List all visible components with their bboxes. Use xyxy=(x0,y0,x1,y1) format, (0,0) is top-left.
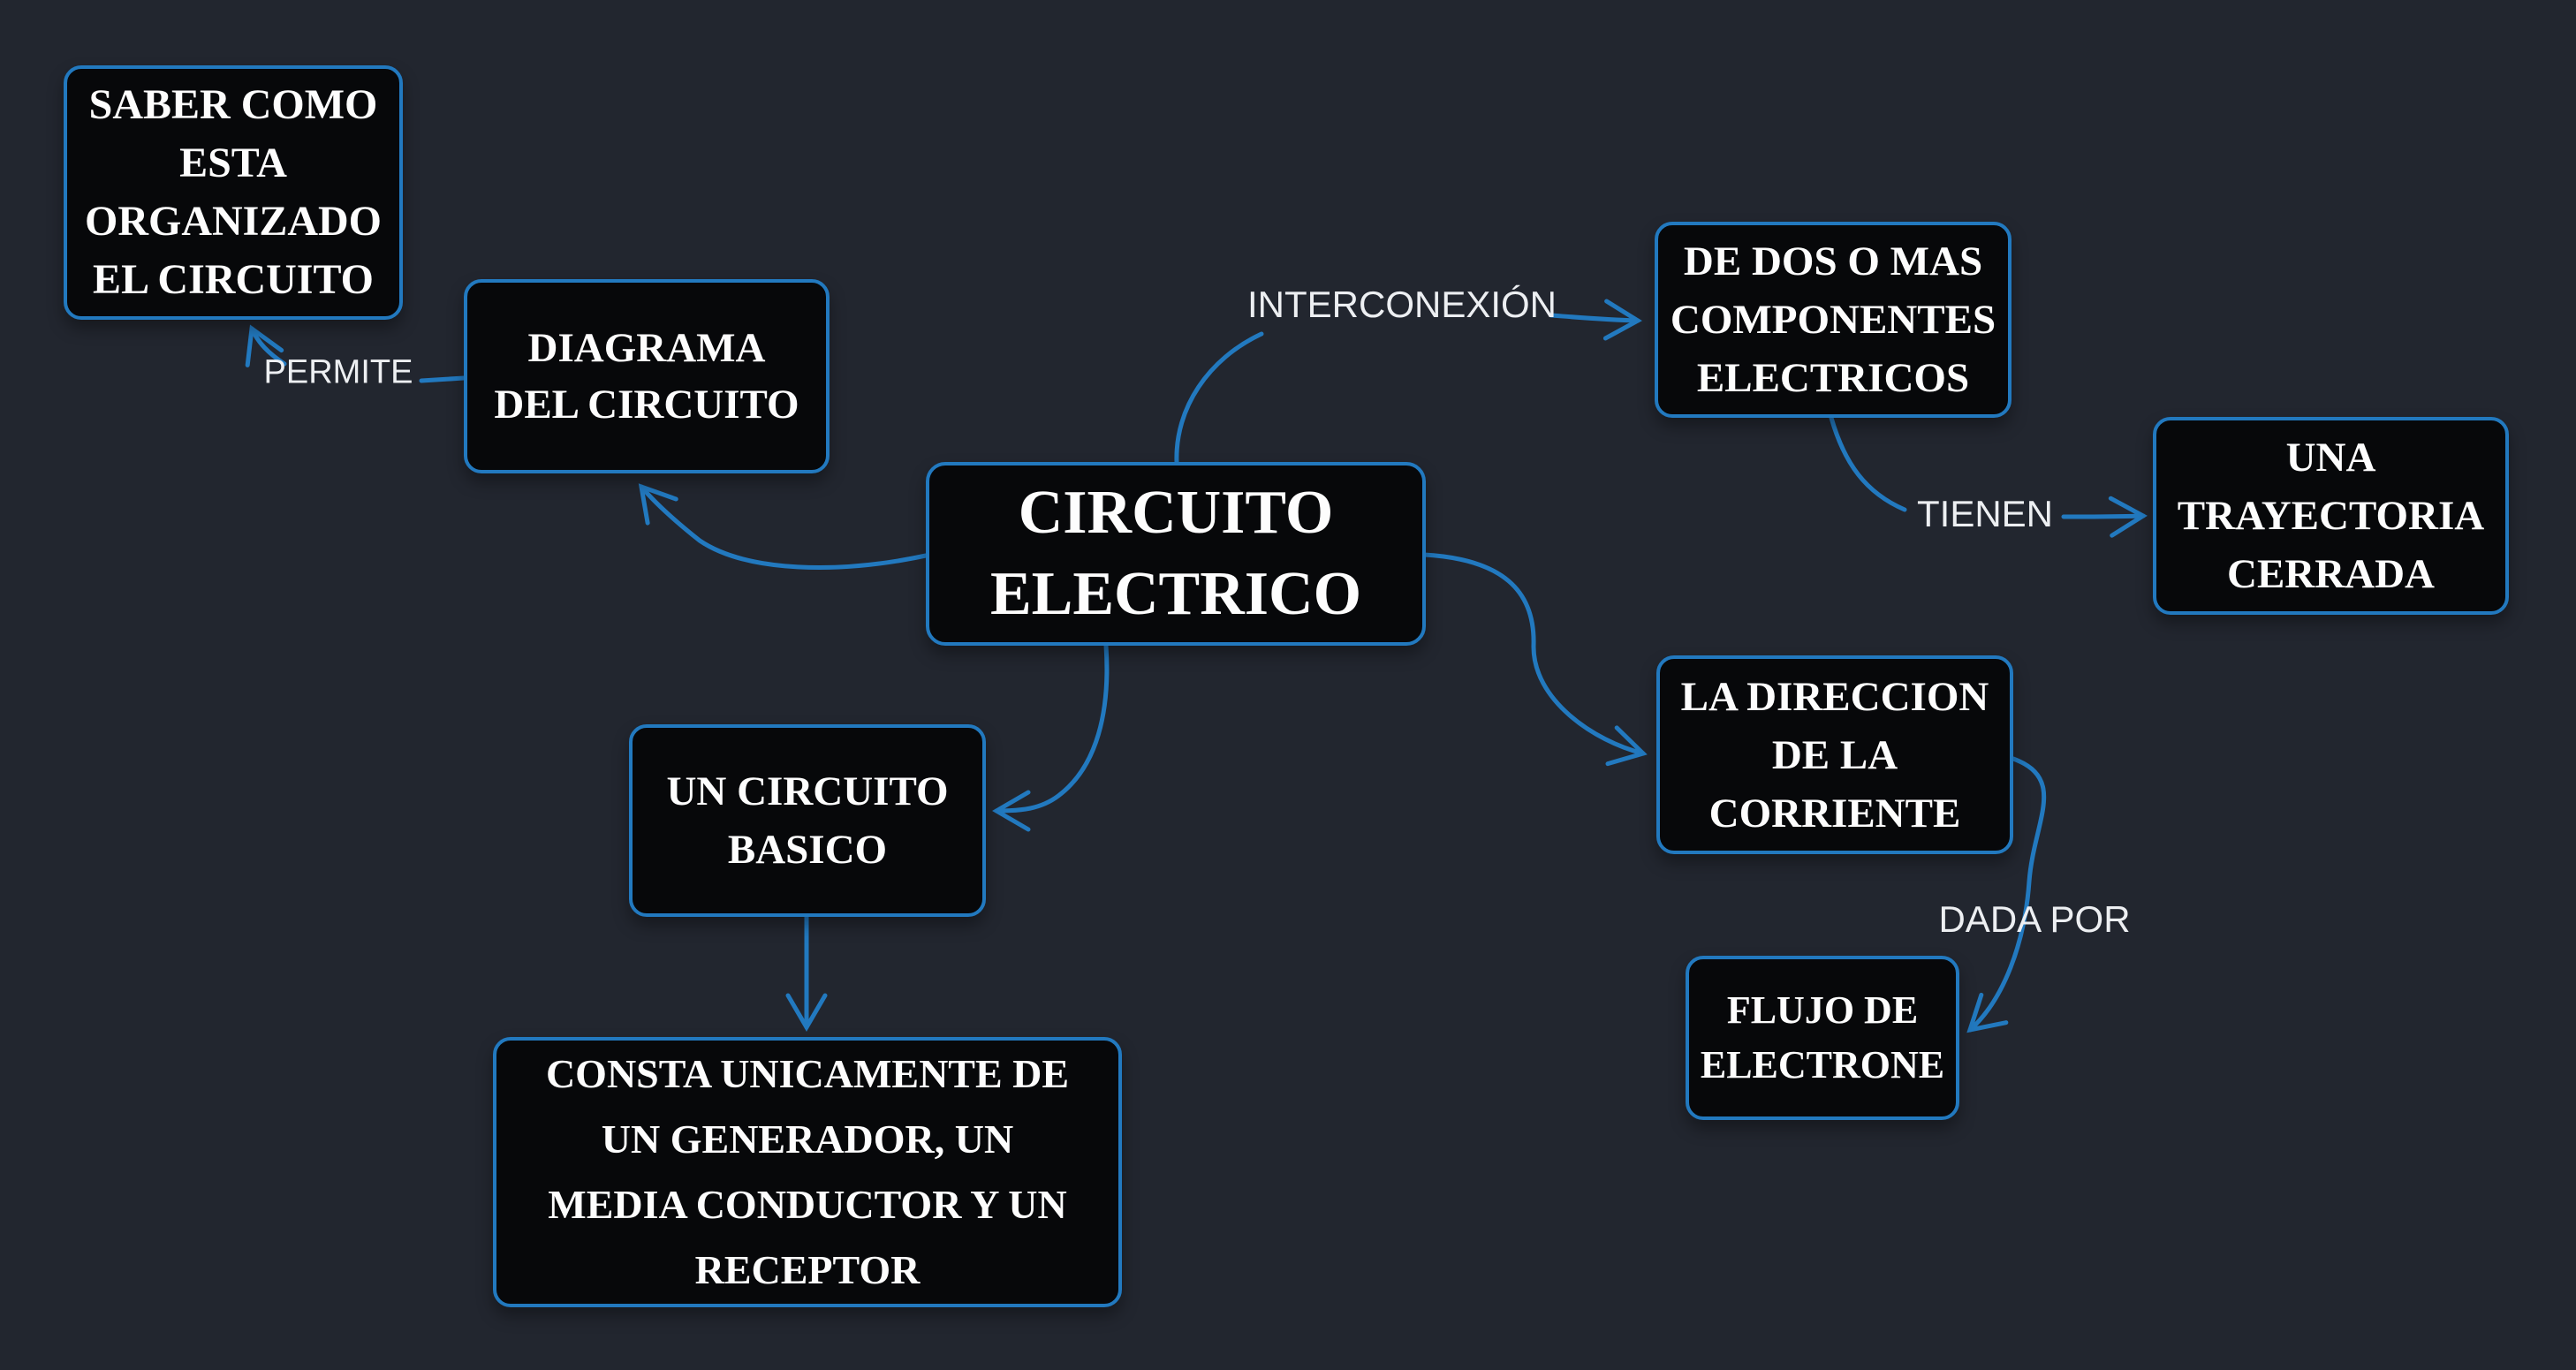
node-text-line: CERRADA xyxy=(2227,551,2435,597)
node-text-line: SABER COMO xyxy=(88,81,378,128)
node-una-trayectoria-cerrada[interactable]: UNA TRAYECTORIA CERRADA xyxy=(2153,417,2509,615)
connector-permite-to-saber xyxy=(245,324,287,367)
edge-label-tienen[interactable]: TIENEN xyxy=(1916,493,2054,534)
node-consta-unicamente[interactable]: CONSTA UNICAMENTE DE UN GENERADOR, UN ME… xyxy=(493,1037,1122,1307)
node-flujo-de-electrone[interactable]: FLUJO DE ELECTRONE xyxy=(1686,956,1959,1120)
node-text-line: ELECTRICOS xyxy=(1696,355,1970,401)
node-text-line: CONSTA UNICAMENTE DE xyxy=(545,1051,1070,1096)
edge-label-permite[interactable]: PERMITE xyxy=(263,353,413,391)
node-text-line: ESTA xyxy=(179,140,287,186)
node-text-line: MEDIA CONDUCTOR Y UN xyxy=(548,1182,1067,1227)
node-saber-como-esta-organizado[interactable]: SABER COMO ESTA ORGANIZADO EL CIRCUITO xyxy=(64,65,403,320)
node-text-line: ELECTRONE xyxy=(1700,1043,1945,1086)
node-text-line: BASICO xyxy=(727,827,888,873)
node-text-line: LA DIRECCION xyxy=(1680,673,1989,720)
node-text-line: UN CIRCUITO xyxy=(666,768,949,814)
node-de-dos-o-mas-componentes[interactable]: DE DOS O MAS COMPONENTES ELECTRICOS xyxy=(1655,222,2012,418)
node-text-line: COMPONENTES xyxy=(1670,297,1996,343)
node-text-line: TRAYECTORIA xyxy=(2177,493,2485,539)
connector-circuito-to-interconexion xyxy=(1174,331,1264,465)
node-text-line: UN GENERADOR, UN xyxy=(601,1116,1014,1162)
node-diagrama-del-circuito[interactable]: DIAGRAMA DEL CIRCUITO xyxy=(464,279,830,473)
connector-direccion-to-flujo xyxy=(1966,756,2047,1033)
node-text-line: EL CIRCUITO xyxy=(93,256,374,303)
node-text-line: RECEPTOR xyxy=(694,1247,921,1292)
node-text-line: DE DOS O MAS xyxy=(1683,238,1983,284)
connector-interconexion-to-dedos xyxy=(1549,299,1642,341)
node-text-line: FLUJO DE xyxy=(1726,988,1919,1032)
connector-dedos-to-tienen xyxy=(1829,415,1907,512)
connector-circuito-to-direccion xyxy=(1421,552,1648,767)
connector-tienen-to-trayectoria xyxy=(2061,496,2148,538)
node-text-line: CORRIENTE xyxy=(1708,790,1961,836)
node-text-line: ORGANIZADO xyxy=(84,198,383,245)
connector-diagrama-to-permite xyxy=(419,375,466,383)
node-circuito-electrico-root[interactable]: CIRCUITO ELECTRICO xyxy=(926,462,1426,646)
node-text-line: DIAGRAMA xyxy=(527,325,766,371)
connector-circuito-to-diagrama xyxy=(638,483,928,570)
node-un-circuito-basico[interactable]: UN CIRCUITO BASICO xyxy=(629,724,986,917)
node-text-line: UNA xyxy=(2285,435,2376,481)
edge-label-interconexion[interactable]: INTERCONEXIÓN xyxy=(1246,284,1557,325)
node-text-line: DE LA xyxy=(1771,731,1898,778)
node-text-line: ELECTRICO xyxy=(989,560,1362,628)
node-la-direccion-de-la-corriente[interactable]: LA DIRECCION DE LA CORRIENTE xyxy=(1656,655,2013,854)
node-text-line: CIRCUITO xyxy=(1018,479,1334,547)
node-text-line: DEL CIRCUITO xyxy=(494,382,799,428)
connector-circuito-to-basico xyxy=(992,643,1110,832)
edge-label-dada-por[interactable]: DADA POR xyxy=(1938,898,2131,940)
